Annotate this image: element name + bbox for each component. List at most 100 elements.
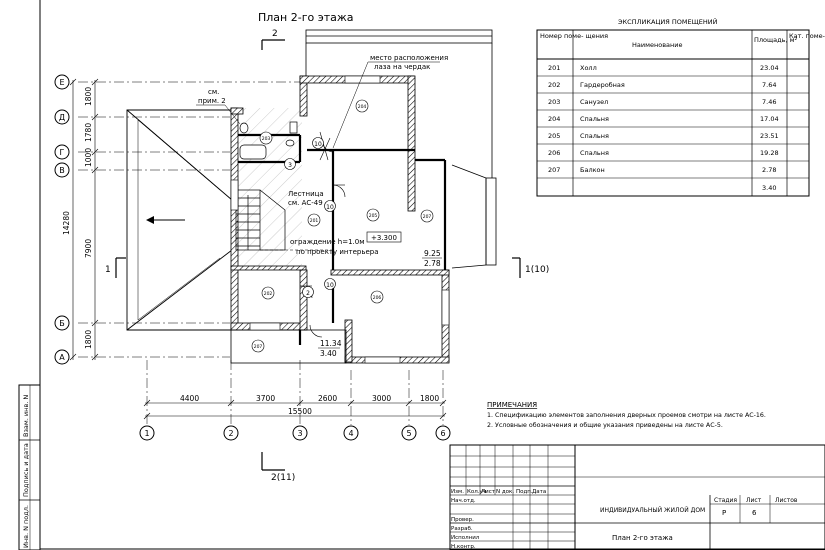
svg-text:Н.контр.: Н.контр. — [451, 544, 476, 550]
schedule-row-7-area: 2.78 — [762, 166, 776, 174]
schedule-row-7-name: Балкон — [580, 166, 605, 174]
notes: ПРИМЕЧАНИЯ 1. Спецификацию элементов зап… — [487, 401, 766, 429]
schedule-header-number: Номер поме- щения — [540, 32, 608, 40]
svg-text:А: А — [59, 353, 65, 362]
lower-roof — [126, 109, 233, 331]
svg-text:ИНДИВИДУАЛЬНЫЙ ЖИЛОЙ ДОМ: ИНДИВИДУАЛЬНЫЙ ЖИЛОЙ ДОМ — [600, 507, 705, 514]
section-mark-bottom: 2(11) — [261, 452, 295, 483]
room-tag-202: 202 — [261, 286, 275, 300]
dim-bottom-4: 3000 — [372, 394, 391, 403]
area-mark-right: 9.25 2.78 — [422, 249, 442, 268]
axis-row-A: А — [54, 349, 70, 365]
svg-text:Исполнил: Исполнил — [451, 535, 480, 541]
bath-fixtures — [239, 121, 298, 160]
svg-text:по проекту интерьера: по проекту интерьера — [296, 248, 379, 256]
svg-text:207: 207 — [254, 344, 263, 350]
svg-text:ограждение h=1.0м: ограждение h=1.0м — [290, 238, 365, 246]
svg-text:204: 204 — [358, 104, 367, 110]
schedule-row-8-area: 3.40 — [762, 184, 776, 192]
schedule-row-4-name: Спальня — [580, 115, 609, 123]
axis-row-D: Д — [54, 109, 70, 125]
bottom-dimension-chain — [143, 399, 447, 420]
room-tag-204: 204 — [355, 99, 369, 113]
svg-text:Лестница: Лестница — [288, 190, 324, 198]
svg-text:Лист: Лист — [746, 497, 762, 504]
svg-text:Лист: Лист — [481, 489, 496, 495]
svg-text:2: 2 — [228, 429, 233, 438]
room-tag-201: 201 — [307, 213, 321, 227]
svg-text:206: 206 — [373, 295, 382, 301]
svg-text:3.40: 3.40 — [320, 349, 337, 358]
svg-text:9.25: 9.25 — [424, 249, 441, 258]
svg-text:План 2-го этажа: План 2-го этажа — [612, 534, 673, 542]
svg-text:1: 1 — [105, 265, 111, 275]
svg-text:11.34: 11.34 — [320, 339, 342, 348]
dim-bottom-total: 15500 — [288, 407, 312, 416]
section-mark-left: 1 — [105, 257, 126, 278]
svg-text:3: 3 — [288, 162, 292, 169]
svg-text:203: 203 — [262, 136, 271, 142]
svg-text:201: 201 — [310, 218, 319, 224]
svg-text:ПРИМЕЧАНИЯ: ПРИМЕЧАНИЯ — [487, 401, 537, 409]
dim-left-2: 1780 — [84, 123, 93, 142]
svg-text:см. АС-49: см. АС-49 — [288, 199, 323, 207]
door-tag-3: 3 — [284, 158, 296, 170]
svg-text:Изм.: Изм. — [451, 489, 464, 495]
schedule-row-4-num: 204 — [548, 115, 560, 123]
svg-text:Стадия: Стадия — [714, 497, 737, 504]
schedule-row-5-num: 205 — [548, 132, 560, 140]
staircase — [235, 189, 286, 251]
schedule-row-2-area: 7.64 — [762, 81, 776, 89]
axis-col-4: 4 — [343, 425, 359, 441]
axis-row-E: Е — [54, 74, 70, 90]
floor-plan — [230, 29, 497, 364]
section-mark-top: 2 — [261, 29, 285, 50]
svg-text:Листов: Листов — [775, 497, 798, 504]
schedule-row-5-name: Спальня — [580, 132, 609, 140]
title-block-text: Изм. Кол.уч Лист N док. Подп. Дата Нач.о… — [451, 489, 798, 550]
svg-text:В: В — [59, 166, 65, 175]
svg-text:1. Спецификацию элементов запо: 1. Спецификацию элементов заполнения две… — [487, 412, 766, 419]
svg-text:6: 6 — [752, 509, 757, 517]
svg-text:Подп.: Подп. — [516, 489, 533, 495]
title-block — [449, 444, 825, 550]
room-tag-207: 207 — [420, 209, 434, 223]
attic-hatch-annotation: место расположения лаза на чердак — [332, 54, 448, 149]
schedule-row-1-num: 201 — [548, 64, 560, 72]
room-tag-206: 206 — [370, 290, 384, 304]
svg-text:Д: Д — [59, 113, 65, 122]
room-tag-207-bottom: 207 — [251, 339, 265, 353]
drawing-title: План 2-го этажа — [258, 11, 354, 24]
schedule-row-1-area: 23.04 — [760, 64, 779, 72]
svg-text:Р: Р — [722, 509, 726, 517]
schedule-row-3-name: Санузел — [580, 98, 608, 106]
svg-text:Нач.отд.: Нач.отд. — [451, 498, 476, 504]
svg-text:202: 202 — [264, 291, 273, 297]
schedule-header-category: Кат. поме- ще- ния — [789, 32, 825, 40]
axis-row-B: Б — [54, 315, 70, 331]
svg-text:Дата: Дата — [532, 489, 546, 495]
svg-text:Кол.уч: Кол.уч — [467, 489, 486, 495]
svg-text:Разраб.: Разраб. — [451, 526, 473, 532]
svg-text:3: 3 — [297, 429, 302, 438]
axis-col-5: 5 — [401, 425, 417, 441]
room-tag-205: 205 — [366, 208, 380, 222]
svg-text:205: 205 — [369, 213, 378, 219]
svg-text:2: 2 — [272, 29, 278, 39]
schedule-row-5-area: 23.51 — [760, 132, 779, 140]
axis-col-2: 2 — [223, 425, 239, 441]
section-mark-right: 1(10) — [512, 257, 549, 278]
dim-bottom-1: 4400 — [180, 394, 199, 403]
room-schedule: ЭКСПЛИКАЦИЯ ПОМЕЩЕНИЙ Номер поме- щения … — [536, 17, 825, 197]
schedule-row-2-num: 202 — [548, 81, 560, 89]
schedule-row-2-name: Гардеробная — [580, 81, 625, 89]
schedule-row-7-num: 207 — [548, 166, 560, 174]
see-note-annotation: см. прим. 2 — [196, 88, 241, 125]
schedule-row-6-num: 206 — [548, 149, 560, 157]
svg-text:Б: Б — [59, 319, 65, 328]
dim-left-5: 1800 — [84, 330, 93, 349]
svg-text:+3.300: +3.300 — [371, 234, 397, 242]
stair-annotation: Лестница см. АС-49 — [288, 190, 324, 207]
svg-text:Провер.: Провер. — [451, 517, 474, 523]
